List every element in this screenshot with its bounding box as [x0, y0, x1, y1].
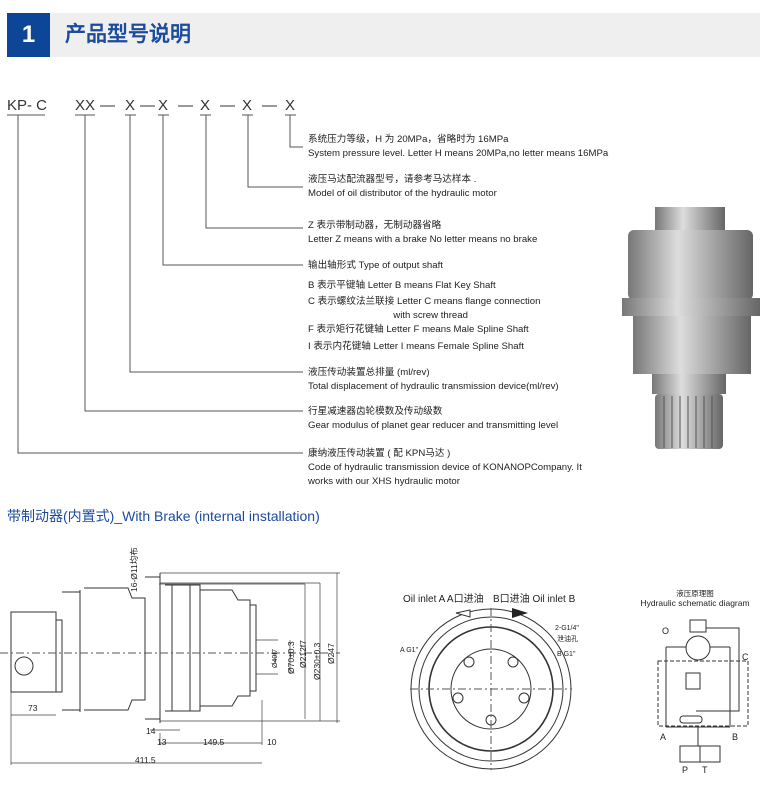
code-dash: —: [220, 97, 235, 114]
label-drain-cn: 泄油孔: [557, 634, 578, 643]
dim-d40: Ø40f7: [272, 649, 279, 668]
port-b: B: [732, 732, 738, 742]
code-x: X: [158, 97, 169, 114]
oil-inlet-a: Oil inlet A A口进油: [403, 592, 484, 605]
desc-displacement: 液压传动装置总排量 (ml/rev)Total displacement of …: [308, 367, 559, 392]
dim-d70: Ø70±0.3: [286, 641, 296, 674]
code-x: X: [125, 97, 136, 114]
code-xx: XX: [75, 97, 96, 114]
port-o: O: [662, 626, 669, 636]
port-p: P: [682, 765, 688, 775]
dim-d247: Ø247: [326, 643, 336, 664]
dim-d230: Ø230±0.3: [312, 642, 322, 680]
arrow-left-icon: [455, 609, 471, 618]
code-x: X: [200, 97, 211, 114]
dim-13: 13: [157, 737, 167, 747]
code-dash: —: [262, 97, 277, 114]
dim-411-5: 411.5: [135, 755, 156, 765]
dim-149-5: 149.5: [203, 737, 225, 747]
code-dash: —: [100, 97, 115, 114]
desc-distributor: 液压马达配流器型号，请参考马达样本 .Model of oil distribu…: [308, 174, 497, 199]
port-t: T: [702, 765, 708, 775]
port-a: A: [660, 732, 666, 742]
code-x: X: [242, 97, 253, 114]
code-dash: —: [178, 97, 193, 114]
dim-14: 14: [146, 726, 156, 736]
code-kpc: KP- C: [7, 97, 48, 114]
label-drain: 2-G1/4": [555, 625, 579, 632]
dim-holes: 16-Ø11均布: [129, 547, 139, 592]
dim-10: 10: [267, 737, 277, 747]
page-title: 产品型号说明: [65, 23, 191, 46]
dim-d212: Ø212f7: [298, 640, 308, 668]
section-number: 1: [7, 13, 50, 57]
oil-inlet-b: B口进油 Oil inlet B: [493, 592, 576, 605]
code-x: X: [285, 97, 296, 114]
port-c: C: [742, 652, 749, 662]
code-dash: —: [140, 97, 155, 114]
dim-73: 73: [28, 703, 38, 713]
label-a-g1: A G1": [400, 647, 419, 654]
section-title: 带制动器(内置式)_With Brake (internal installat…: [7, 508, 320, 524]
desc-code: 康纳液压传动装置 ( 配 KPN马达 )Code of hydraulic tr…: [308, 448, 582, 487]
schematic-title-cn: 液压原理图: [676, 588, 714, 598]
header-bar: [50, 13, 760, 57]
label-b-g1: B G1": [557, 651, 576, 658]
schematic-title-en: Hydraulic schematic diagram: [640, 598, 749, 608]
arrow-right-icon: [512, 608, 528, 618]
